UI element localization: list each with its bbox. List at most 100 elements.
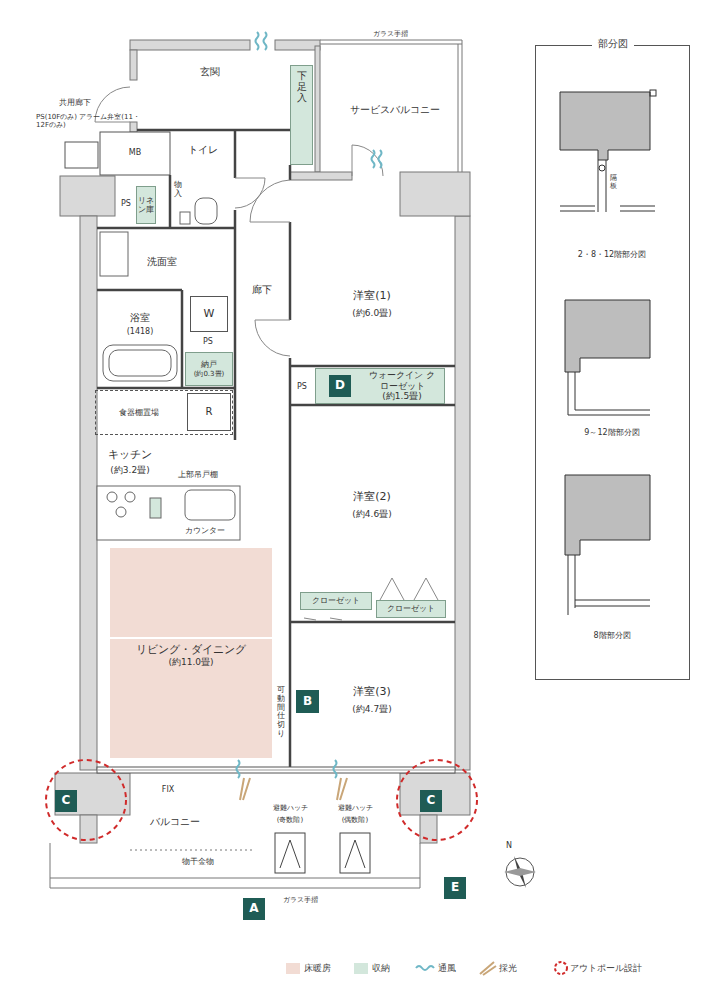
- wall: [289, 165, 292, 180]
- railing-line: [568, 555, 569, 615]
- ventilation-mark: [237, 760, 240, 778]
- room-label: 避難ハッチ: [338, 804, 373, 812]
- room-label: サービスバルコニー: [350, 104, 440, 116]
- partial-shape: [650, 90, 656, 96]
- room-label: 上部吊戸棚: [178, 470, 218, 479]
- wall: [289, 358, 292, 770]
- hatch-mark: [280, 840, 300, 868]
- bathtub: [103, 345, 177, 381]
- room-label: カウンター: [185, 526, 225, 535]
- node-text: クローゼット: [312, 596, 360, 605]
- room-label: ガラス手摺: [373, 30, 408, 38]
- door-leaf: [95, 122, 130, 123]
- hatch: [340, 833, 370, 873]
- railing-line: [620, 206, 655, 207]
- hatches: [275, 833, 370, 873]
- node-text: R: [206, 406, 213, 418]
- wall: [315, 46, 320, 172]
- kitchen-counter: [97, 486, 240, 540]
- legend-text: 採光: [499, 963, 517, 974]
- column: [400, 773, 470, 815]
- room-label: (奇数階): [277, 816, 303, 824]
- wall: [234, 210, 237, 440]
- railing: [420, 843, 421, 888]
- room-label: 共用廊下: [59, 98, 91, 107]
- washer-pan: W: [190, 296, 228, 332]
- room-label: キッチン: [108, 449, 152, 462]
- compass: [504, 856, 536, 888]
- node-text: リネン庫: [138, 196, 154, 214]
- wall: [290, 172, 352, 180]
- cupboard-space: 食器棚置場R: [95, 390, 233, 435]
- railing-line: [575, 410, 650, 411]
- panel-title: 部分図: [592, 38, 634, 50]
- node-text: B: [303, 695, 312, 709]
- door-leaf: [250, 222, 290, 223]
- mb-box: [100, 132, 170, 175]
- partition-line: [598, 160, 599, 212]
- burner: [125, 492, 135, 502]
- node-text: (約11.0畳): [168, 657, 213, 667]
- wall: [137, 129, 290, 132]
- room-label: (約3.2畳): [110, 465, 149, 475]
- room-label: (約4.6畳): [352, 509, 391, 519]
- column: [400, 172, 470, 216]
- room-label: FIX: [162, 785, 174, 794]
- partial-shape: [565, 300, 650, 372]
- node-text: A: [249, 902, 258, 916]
- room-label: 避難ハッチ: [273, 804, 308, 812]
- column: [420, 815, 437, 843]
- door-leaf: [235, 178, 265, 179]
- ps-box: [65, 142, 98, 168]
- legend-text: 通風: [438, 963, 456, 974]
- partition-dot: [599, 165, 605, 171]
- partial-shape: [565, 475, 650, 555]
- burner: [107, 492, 117, 502]
- bathtub-inner: [109, 350, 171, 376]
- railing: [458, 44, 459, 172]
- node-text: W: [204, 308, 215, 321]
- room-label: PS: [203, 337, 213, 346]
- railing: [50, 843, 51, 888]
- room-label: 洗面室: [147, 256, 177, 268]
- railing-line: [575, 372, 576, 410]
- legend-swatch: [286, 963, 300, 974]
- node-text: リビング・ダイニング: [136, 644, 246, 657]
- room-label: 洋室(3): [353, 686, 391, 699]
- outpole-circle: [397, 760, 477, 840]
- fixtures: [97, 198, 240, 540]
- railing-line: [620, 211, 655, 212]
- wall: [130, 40, 250, 50]
- hanger-bar: [130, 850, 255, 851]
- room-label: 物干金物: [182, 857, 214, 866]
- room-label: 8階部分図: [593, 631, 630, 640]
- sink: [185, 490, 235, 520]
- wall: [80, 216, 97, 770]
- toilet: [195, 198, 217, 224]
- node-text: クローゼット: [387, 604, 435, 613]
- door-leaf: [255, 320, 290, 321]
- wash-basin: [100, 232, 128, 276]
- railing-line: [568, 372, 569, 415]
- wall: [455, 216, 470, 770]
- room-label: 洋室(1): [353, 290, 391, 303]
- callout-tag: B: [296, 690, 319, 713]
- node-text: E: [451, 881, 459, 895]
- room-label: ガラス手摺: [283, 896, 318, 904]
- railing-line: [560, 211, 595, 212]
- door-arc: [352, 145, 383, 176]
- hatch-mark: [345, 840, 365, 868]
- wall: [97, 387, 235, 390]
- closet: クローゼット: [300, 592, 372, 610]
- interior-walls: [97, 130, 455, 770]
- railing-line: [560, 206, 595, 207]
- closet-doors: [304, 618, 342, 620]
- partition-line: [606, 160, 607, 212]
- room-label: 物入: [174, 181, 182, 199]
- column: [55, 773, 130, 815]
- room-label: N: [506, 841, 512, 850]
- toilet-tank: [180, 212, 190, 224]
- callout-tag: E: [444, 877, 466, 899]
